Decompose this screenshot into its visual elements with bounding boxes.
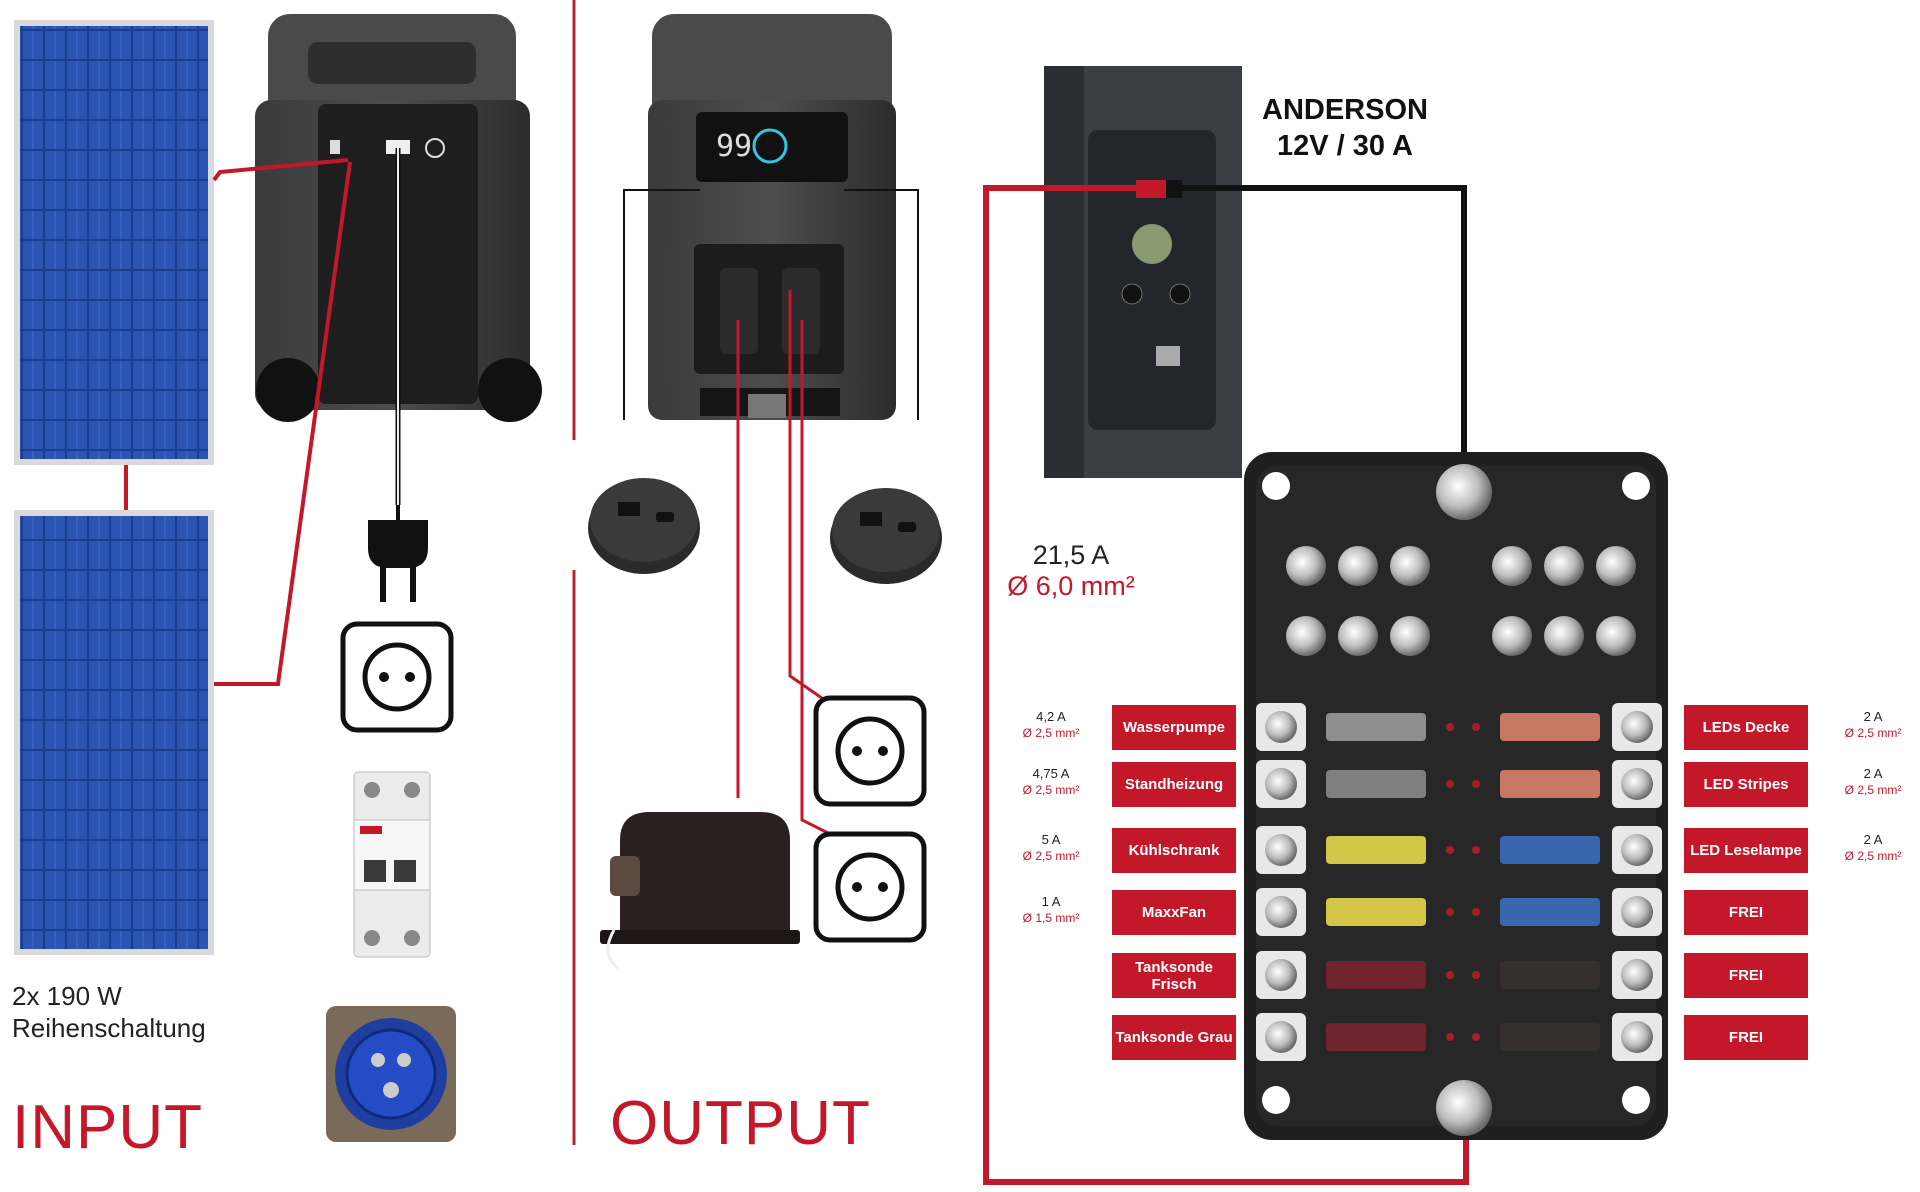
fuse-left	[1326, 1023, 1426, 1051]
screw-left	[1265, 1021, 1297, 1053]
circuit-cross-section: Ø 2,5 mm²	[1844, 783, 1902, 797]
circuit-current: 5 A	[1041, 832, 1061, 847]
left-circuit-label: Standheizung	[1112, 762, 1236, 807]
fuse-right	[1500, 770, 1600, 798]
led-indicator	[1472, 780, 1480, 788]
fuse-left	[1326, 770, 1426, 798]
screw-left	[1265, 834, 1297, 866]
screw-left	[1265, 768, 1297, 800]
right-circuit-label: LEDs Decke	[1684, 705, 1808, 750]
circuit-current: 4,75 A	[1032, 766, 1070, 781]
circuit-cross-section: Ø 2,5 mm²	[1844, 849, 1902, 863]
screw-right	[1621, 1021, 1653, 1053]
led-indicator	[1472, 908, 1480, 916]
usb-socket-icon	[588, 478, 700, 574]
led-indicator	[1446, 780, 1454, 788]
screw-left	[1265, 896, 1297, 928]
left-circuit-spec: 5 A Ø 2,5 mm²	[1006, 832, 1096, 864]
anderson-port-icon	[1044, 66, 1242, 478]
fuse-left	[1326, 713, 1426, 741]
right-circuit-spec: 2 A Ø 2,5 mm²	[1828, 832, 1918, 864]
power-station-icon: 99	[648, 14, 896, 420]
fuse-left	[1326, 961, 1426, 989]
circuit-current: 4,2 A	[1036, 709, 1066, 724]
circuit-cross-section: Ø 2,5 mm²	[1022, 726, 1080, 740]
solar-caption: 2x 190 W Reihenschaltung	[12, 980, 206, 1044]
led-indicator	[1446, 846, 1454, 854]
screw-left	[1265, 959, 1297, 991]
right-circuit-label: FREI	[1684, 953, 1808, 998]
left-circuit-label: Tanksonde Frisch	[1112, 953, 1236, 998]
main-feed-cross-section: Ø 6,0 mm²	[1007, 571, 1135, 601]
screw-left	[1265, 711, 1297, 743]
solar-power-label: 2x 190 W	[12, 981, 122, 1011]
circuit-current: 2 A	[1863, 709, 1883, 724]
anderson-title: ANDERSON	[1262, 94, 1428, 126]
right-circuit-label: FREI	[1684, 1015, 1808, 1060]
socket-icon	[340, 621, 454, 733]
svg-text:99: 99	[716, 129, 752, 164]
main-feed-spec: 21,5 A Ø 6,0 mm²	[996, 540, 1146, 602]
anderson-label: ANDERSON 12V / 30 A	[1250, 92, 1440, 164]
right-circuit-spec: 2 A Ø 2,5 mm²	[1828, 709, 1918, 741]
output-heading: OUTPUT	[610, 1089, 871, 1158]
fuse-right	[1500, 836, 1600, 864]
led-indicator	[1472, 846, 1480, 854]
screw-right	[1621, 834, 1653, 866]
circuit-cross-section: Ø 2,5 mm²	[1022, 849, 1080, 863]
circuit-cross-section: Ø 1,5 mm²	[1022, 911, 1080, 925]
circuit-cross-section: Ø 2,5 mm²	[1022, 783, 1080, 797]
led-indicator	[1472, 971, 1480, 979]
left-circuit-label: Tanksonde Grau	[1112, 1015, 1236, 1060]
left-circuit-label: Wasserpumpe	[1112, 705, 1236, 750]
led-indicator	[1446, 971, 1454, 979]
circuit-cross-section: Ø 2,5 mm²	[1844, 726, 1902, 740]
led-indicator	[1446, 908, 1454, 916]
left-circuit-spec: 1 A Ø 1,5 mm²	[1006, 894, 1096, 926]
solar-wiring-label: Reihenschaltung	[12, 1013, 206, 1043]
screw-right	[1621, 768, 1653, 800]
usb-socket-icon	[830, 488, 942, 584]
left-circuit-spec: 4,75 A Ø 2,5 mm²	[1006, 766, 1096, 798]
fuse-left	[1326, 898, 1426, 926]
cee-inlet-icon	[326, 1006, 456, 1142]
solar-panel-icon	[14, 510, 214, 955]
input-heading: INPUT	[12, 1093, 203, 1162]
anderson-rating: 12V / 30 A	[1277, 130, 1413, 162]
left-circuit-label: Kühlschrank	[1112, 828, 1236, 873]
fuse-right	[1500, 713, 1600, 741]
right-circuit-spec: 2 A Ø 2,5 mm²	[1828, 766, 1918, 798]
plug-icon	[368, 505, 428, 602]
led-indicator	[1472, 723, 1480, 731]
solar-panel-icon	[14, 20, 214, 465]
screw-right	[1621, 959, 1653, 991]
circuit-current: 1 A	[1041, 894, 1061, 909]
circuit-current: 2 A	[1863, 766, 1883, 781]
right-circuit-label: FREI	[1684, 890, 1808, 935]
left-circuit-label: MaxxFan	[1112, 890, 1236, 935]
fuse-right	[1500, 898, 1600, 926]
led-indicator	[1446, 723, 1454, 731]
main-feed-current: 21,5 A	[1032, 540, 1110, 570]
fuse-left	[1326, 836, 1426, 864]
right-circuit-label: LED Stripes	[1684, 762, 1808, 807]
circuit-current: 2 A	[1863, 832, 1883, 847]
led-indicator	[1446, 1033, 1454, 1041]
socket-icon	[813, 831, 927, 943]
right-circuit-label: LED Leselampe	[1684, 828, 1808, 873]
heater-icon	[600, 812, 800, 970]
screw-right	[1621, 896, 1653, 928]
socket-icon	[813, 695, 927, 807]
left-circuit-spec: 4,2 A Ø 2,5 mm²	[1006, 709, 1096, 741]
fuse-right	[1500, 1023, 1600, 1051]
screw-right	[1621, 711, 1653, 743]
circuit-breaker-icon	[353, 771, 431, 958]
fuse-right	[1500, 961, 1600, 989]
led-indicator	[1472, 1033, 1480, 1041]
